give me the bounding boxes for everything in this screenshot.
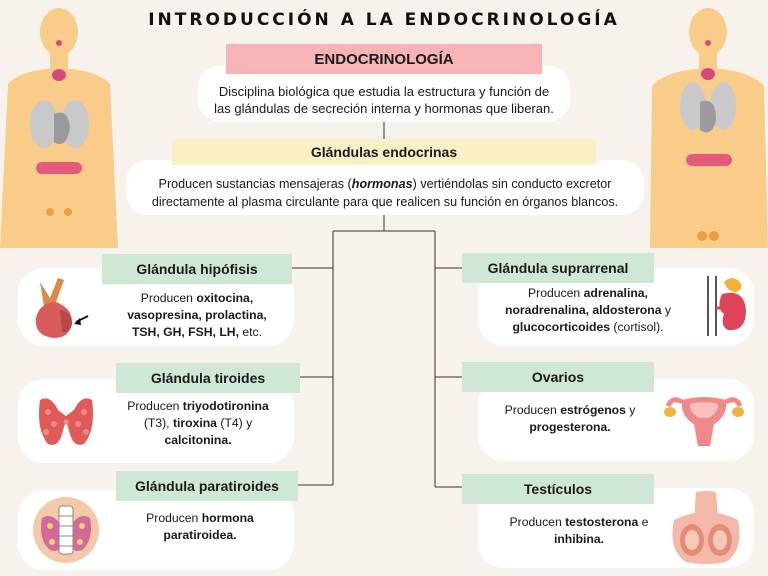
suprarrenal-h3: glucocorticoides (512, 320, 611, 334)
ovarios-intro: Producen (504, 403, 561, 417)
hipofisis-h3: TSH, GH, FSH, LH, (131, 325, 239, 339)
suprarrenal-label: Glándula suprarrenal (462, 253, 654, 283)
hipofisis-tail: etc. (238, 325, 262, 339)
testiculos-intro: Producen (509, 515, 566, 529)
parathyroid-icon (33, 497, 99, 563)
endocrinologia-line2: las glándulas de secreción interna y hor… (214, 101, 554, 116)
pituitary-icon (35, 278, 89, 338)
endocrinologia-description: Disciplina biológica que estudia la estr… (198, 66, 570, 122)
tiroides-h1: triyodotironina (182, 399, 269, 413)
paratiroides-h1: hormona (201, 511, 254, 525)
glandulas-line2: directamente al plasma circulante para q… (151, 194, 619, 209)
hipofisis-h1: oxitocina, (196, 291, 254, 305)
uterus-icon (664, 397, 744, 446)
paratiroides-text: Producen hormona paratiroidea. (110, 510, 290, 544)
page-title: INTRODUCCIÓN A LA ENDOCRINOLOGÍA (148, 10, 620, 30)
hipofisis-text: Producen oxitocina, vasopresina, prolact… (102, 290, 292, 341)
ovarios-label: Ovarios (462, 362, 654, 392)
suprarrenal-h1: adrenalina, (583, 286, 648, 300)
ovarios-l1b: y (625, 403, 636, 417)
testicle-icon-right (709, 231, 719, 241)
suprarrenal-l2b: y (661, 303, 671, 317)
tiroides-l2a: (T3), (143, 416, 173, 430)
suprarrenal-h2: noradrenalina, aldosterona (505, 303, 662, 317)
thyroid-icon (52, 69, 66, 81)
heart-icon (54, 112, 70, 145)
tiroides-h2: tiroxina (172, 416, 217, 430)
pancreas-icon (36, 162, 82, 174)
glandulas-line1-a: Producen sustancias mensajeras ( (158, 176, 352, 191)
hipofisis-label: Glándula hipófisis (102, 254, 292, 284)
testiculos-l1b: e (638, 515, 649, 529)
tiroides-l2b: (T4) y (216, 416, 253, 430)
hypothalamus-icon (56, 40, 62, 46)
testiculos-h1: testosterona (565, 515, 639, 529)
tiroides-label: Glándula tiroides (116, 363, 300, 393)
suprarrenal-intro: Producen (528, 286, 584, 300)
hipofisis-h2: vasopresina, prolactina, (127, 308, 267, 322)
thyroid-gland-icon (39, 398, 93, 445)
suprarrenal-text: Producen adrenalina, noradrenalina, aldo… (490, 285, 686, 336)
suprarrenal-tail: (cortisol). (610, 320, 664, 334)
endocrinologia-line1: Disciplina biológica que estudia la estr… (218, 84, 550, 99)
testicles-icon (672, 491, 740, 564)
paratiroides-h2: paratiroidea. (163, 528, 237, 542)
testicle-icon (697, 231, 707, 241)
glandulas-line1-c: ) vertiéndolas sin conducto excretor (412, 176, 612, 191)
ovarios-text: Producen estrógenos y progesterona. (492, 402, 648, 436)
tiroides-h3: calcitonina. (164, 433, 232, 447)
ovary-icon (46, 208, 54, 216)
paratiroides-label: Glándula paratiroides (116, 471, 298, 501)
adrenal-gland-icon (707, 276, 746, 336)
ovary-icon-right (64, 208, 72, 216)
glandulas-hormonas: hormonas (351, 176, 413, 191)
paratiroides-intro: Producen (146, 511, 202, 525)
endocrinologia-heading: ENDOCRINOLOGÍA (226, 44, 542, 74)
tiroides-text: Producen triyodotironina (T3), tiroxina … (104, 398, 292, 449)
testiculos-text: Producen testosterona e inhibina. (494, 514, 664, 548)
female-body-illustration (0, 8, 118, 248)
ovarios-h2: progesterona. (529, 420, 611, 434)
male-body-illustration (650, 8, 768, 248)
hipofisis-intro: Producen (140, 291, 197, 305)
testiculos-label: Testículos (462, 474, 654, 504)
tiroides-intro: Producen (127, 399, 183, 413)
glandulas-heading: Glándulas endocrinas (172, 139, 596, 165)
ovarios-h1: estrógenos (560, 403, 626, 417)
testiculos-h2: inhibina. (553, 532, 605, 546)
glandulas-description: Producen sustancias mensajeras (hormonas… (126, 160, 644, 215)
